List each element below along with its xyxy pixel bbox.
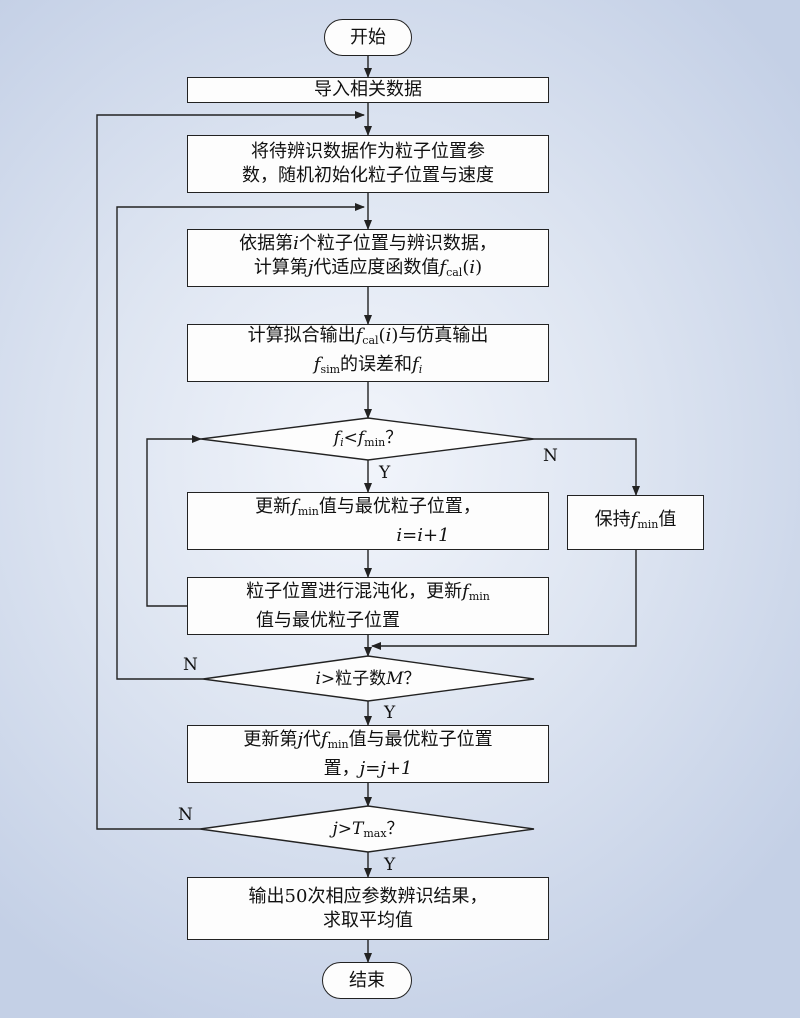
error-sub3: i (418, 363, 423, 376)
error-f2: f (313, 354, 321, 375)
fitness-text-d: 代适应度函数值 (313, 256, 440, 278)
gen-text-a: 更新第 (243, 728, 298, 750)
dec1-f2: f (357, 428, 365, 448)
chaos-f: f (462, 580, 469, 602)
arrow-no-to-keep (534, 438, 640, 496)
dec3-gt: > (337, 819, 352, 839)
dec2-q: ？ (403, 669, 421, 689)
decision-particles-yes: Y (384, 703, 396, 723)
output-label: 输出50次相应参数辨识结果， 求取平均值 (248, 885, 488, 931)
arrow-chaos-loop (146, 435, 202, 607)
arrow-particles-loop (116, 203, 365, 680)
gen-text-d: 置， (323, 757, 360, 779)
decision-fmin-yes: Y (379, 463, 391, 483)
upd-line2: i=i+1 (396, 524, 450, 546)
end-node: 结束 (322, 962, 412, 999)
fitness-text-a: 依据第 (239, 232, 294, 254)
decision-particles-label: i>粒子数M？ (288, 669, 448, 689)
error-text-a: 计算拟合输出 (247, 325, 356, 346)
chaos-text-a: 粒子位置进行混沌化，更新 (246, 580, 463, 602)
upd-f: f (291, 495, 298, 517)
decision-fmin-no: N (543, 446, 558, 466)
dec3-T: T (351, 819, 364, 839)
compute-error-box: 计算拟合输出fcal(i)与仿真输出 fsim的误差和fi (187, 324, 549, 382)
chaos-text: 粒子位置进行混沌化，更新fmin 值与最优粒子位置 (246, 580, 490, 633)
arrow-keep-to-merge (371, 550, 637, 650)
init-particles-label: 将待辨识数据作为粒子位置参 数，随机初始化粒子位置与速度 (242, 141, 494, 186)
upd-sub: min (297, 504, 319, 518)
keep-text-a: 保持 (594, 509, 631, 530)
init-particles-box: 将待辨识数据作为粒子位置参 数，随机初始化粒子位置与速度 (187, 135, 549, 193)
decision-iter-no: N (178, 805, 193, 825)
error-arg: i (385, 325, 392, 346)
dec3-j: j (332, 819, 338, 839)
update-gen-box: 更新第j代fmin值与最优粒子位置 置，j=j+1 (187, 725, 549, 783)
dec1-sub: i (340, 436, 344, 449)
error-f: f (355, 325, 363, 346)
keep-fmin-text: 保持fmin值 (595, 508, 677, 537)
decision-particles-shape (202, 655, 535, 702)
upd-text-a: 更新 (255, 495, 292, 517)
fitness-text-c: 计算第 (253, 256, 308, 278)
dec2-text: >粒子数 (320, 669, 387, 689)
error-sub: cal (362, 334, 379, 347)
fitness-sub: cal (446, 265, 463, 279)
gen-text-c: 值与最优粒子位置 (348, 728, 493, 750)
gen-j: j (297, 728, 303, 750)
dec1-lt: < (343, 428, 358, 448)
dec1-f: f (333, 428, 341, 448)
fitness-arg: i (469, 256, 476, 278)
compute-fitness-box: 依据第i个粒子位置与辨识数据， 计算第j代适应度函数值fcal(i) (187, 229, 549, 287)
chaos-box: 粒子位置进行混沌化，更新fmin 值与最优粒子位置 (187, 577, 549, 635)
start-node: 开始 (324, 19, 412, 56)
arrow-iter-loop (96, 111, 365, 830)
decision-fmin-label: fi<fmin？ (288, 428, 448, 453)
error-text-b: 与仿真输出 (398, 325, 489, 346)
gen-text-b: 代 (302, 728, 321, 750)
gen-sub: min (327, 737, 349, 751)
start-label: 开始 (350, 26, 386, 48)
dec1-q: ？ (385, 428, 403, 448)
upd-text-b: 值与最优粒子位置， (318, 495, 481, 517)
gen-f: f (320, 728, 328, 750)
decision-iter-label: j>Tmax？ (288, 819, 448, 844)
import-data-box: 导入相关数据 (187, 77, 549, 103)
update-fmin-text: 更新fmin值与最优粒子位置， i=i+1 (255, 495, 481, 548)
dec1-sub2: min (364, 436, 386, 449)
error-sub2: sim (320, 363, 341, 376)
compute-error-text: 计算拟合输出fcal(i)与仿真输出 fsim的误差和fi (247, 325, 489, 376)
dec3-sub: max (363, 827, 387, 840)
fitness-text-b: 个粒子位置与辨识数据， (298, 232, 497, 254)
dec2-i: i (315, 669, 321, 689)
decision-iter-shape (199, 805, 535, 853)
output-box: 输出50次相应参数辨识结果， 求取平均值 (187, 877, 549, 940)
keep-fmin-box: 保持fmin值 (567, 495, 704, 550)
dec2-M: M (386, 669, 404, 689)
keep-f: f (630, 509, 638, 530)
fitness-var-j: j (307, 256, 314, 278)
decision-fmin-shape (200, 417, 535, 461)
error-f3: f (412, 354, 419, 375)
fitness-f: f (439, 256, 447, 278)
decision-particles-no: N (183, 655, 198, 675)
import-data-label: 导入相关数据 (314, 79, 422, 100)
update-fmin-box: 更新fmin值与最优粒子位置， i=i+1 (187, 492, 549, 550)
decision-iter-yes: Y (384, 855, 396, 875)
keep-sub: min (637, 518, 659, 531)
update-gen-text: 更新第j代fmin值与最优粒子位置 置，j=j+1 (243, 728, 492, 781)
end-label: 结束 (349, 969, 385, 991)
fitness-var-i: i (293, 232, 299, 254)
compute-fitness-text: 依据第i个粒子位置与辨识数据， 计算第j代适应度函数值fcal(i) (239, 232, 497, 279)
error-text-c: 的误差和 (340, 354, 413, 375)
chaos-sub: min (468, 589, 490, 603)
chaos-line2: 值与最优粒子位置 (256, 609, 400, 631)
dec3-q: ？ (386, 819, 404, 839)
gen-line2: j=j+1 (359, 757, 413, 779)
keep-text-b: 值 (658, 509, 677, 530)
